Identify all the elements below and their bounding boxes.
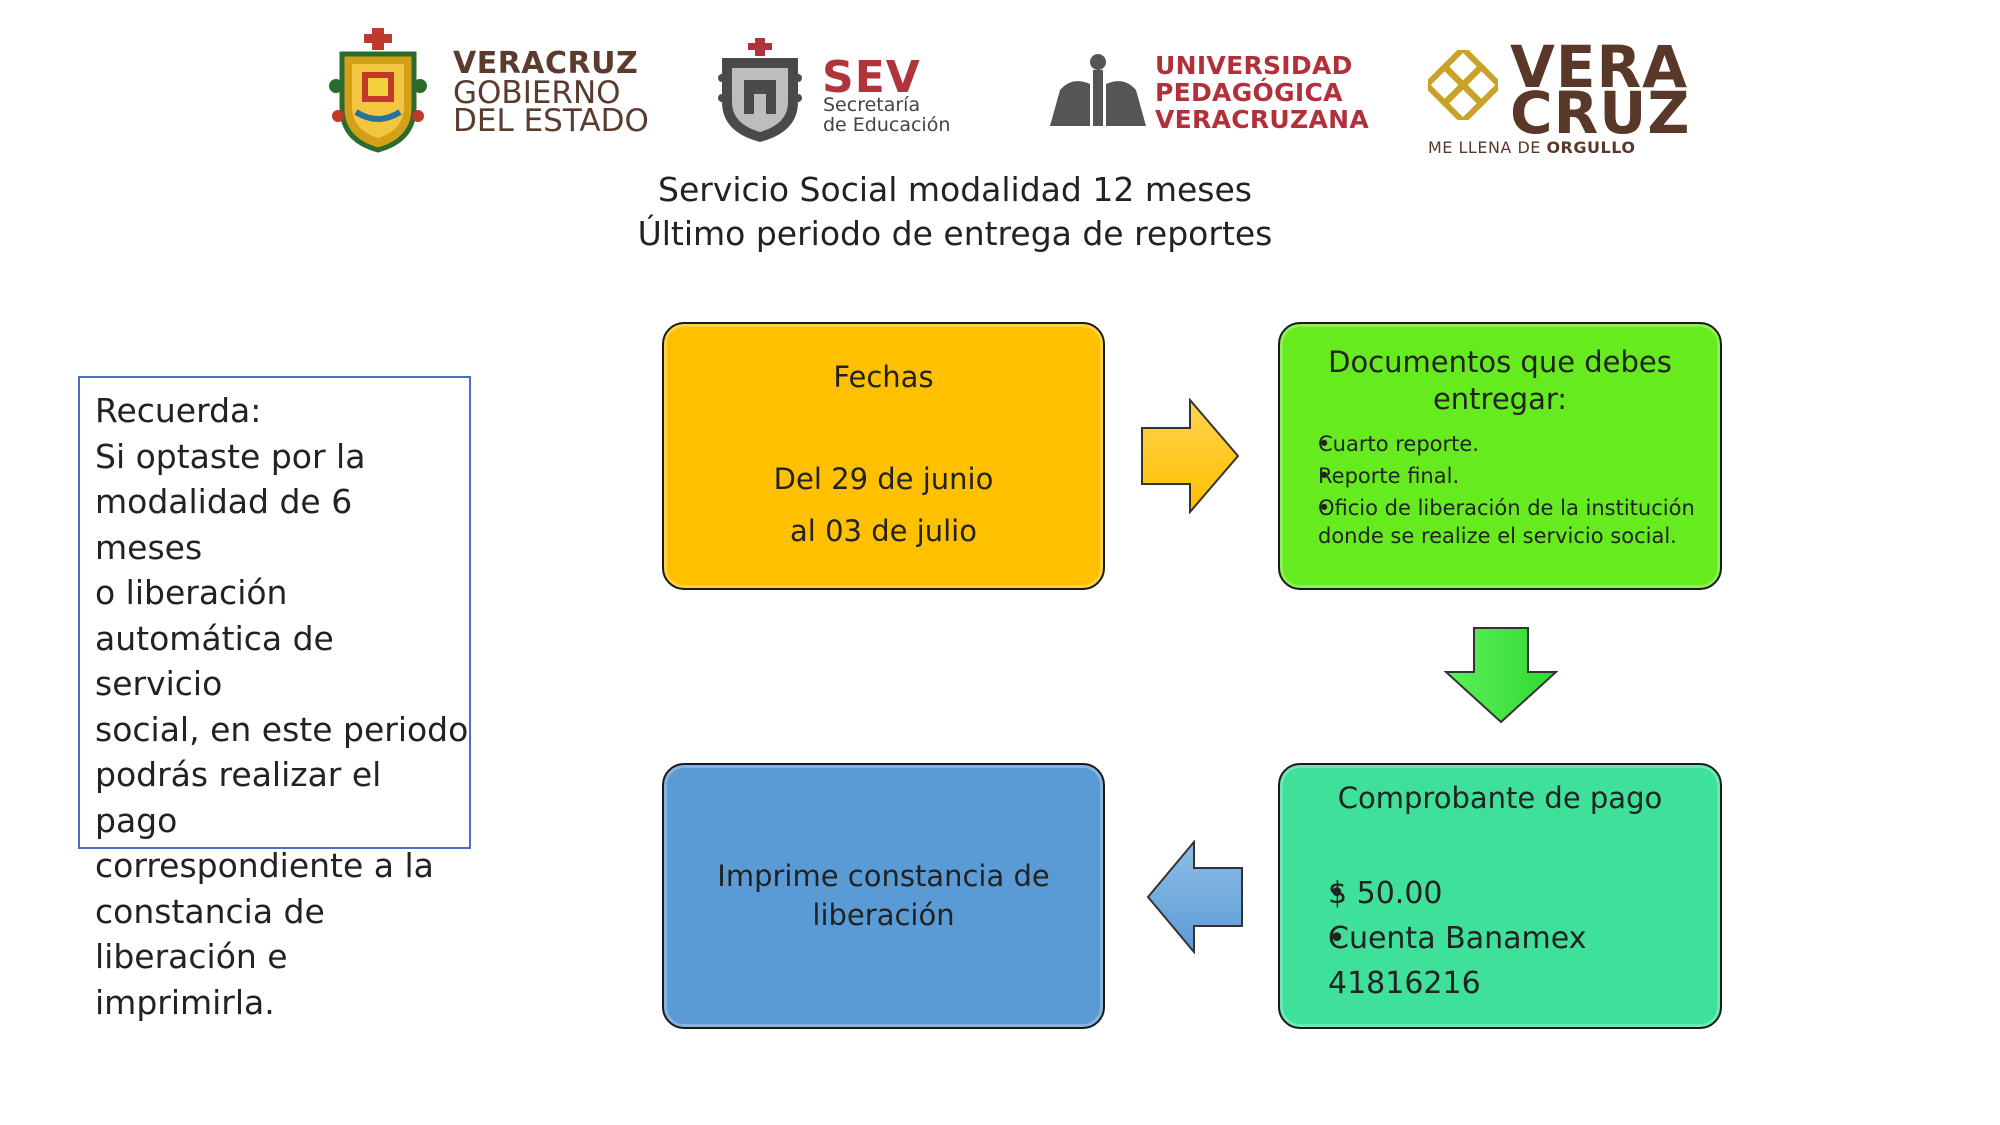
title-line2: Último periodo de entrega de reportes (637, 214, 1273, 253)
note-line-7: correspondiente a la (95, 846, 434, 885)
documents-heading: Documentos que debes entregar: (1280, 344, 1720, 418)
veracruz-wordmark: VERACRUZ (453, 46, 639, 81)
reminder-note: Recuerda: Si optaste por la modalidad de… (78, 376, 471, 1022)
document-item: Cuarto reporte. (1300, 428, 1695, 460)
upv-line3: VERACRUZANA (1155, 105, 1369, 134)
arrow-right-icon (1141, 398, 1240, 514)
arrow-down-icon (1444, 627, 1558, 724)
document-item-text: Oficio de liberación de la institución (1318, 496, 1695, 520)
upv-line2: PEDAGÓGICA (1155, 78, 1343, 107)
dates-heading: Fechas (833, 360, 934, 394)
page-title: Servicio Social modalidad 12 meses Últim… (0, 168, 1910, 256)
coat-of-arms-icon (329, 28, 427, 153)
payment-list: $ 50.00 Cuenta Banamex 41816216 (1302, 871, 1720, 1006)
note-line-2: modalidad de 6 meses (95, 482, 353, 567)
knot-pattern-icon (1428, 50, 1498, 120)
print-label: Imprime constancia de liberación (664, 857, 1103, 935)
dates-line2: al 03 de julio (790, 514, 977, 548)
note-line-4: automática de servicio (95, 618, 334, 704)
print-line1: Imprime constancia de (717, 859, 1050, 893)
documents-heading-line1: Documentos que debes (1328, 345, 1672, 379)
sev-line1: Secretaría (823, 94, 921, 116)
document-item: Oficio de liberación de la institución (1300, 492, 1695, 524)
documents-heading-line2: entregar: (1432, 382, 1568, 416)
sev-acronym: SEV (822, 52, 921, 103)
sev-line2: de Educación (823, 114, 951, 136)
payment-account: Cuenta Banamex 41816216 (1328, 921, 1587, 1001)
note-line-1: Si optaste por la (95, 436, 366, 476)
payment-item: $ 50.00 (1302, 871, 1720, 916)
sev-shield-icon (718, 38, 802, 142)
cruz-wordmark: CRUZ (1510, 79, 1691, 147)
upv-line1: UNIVERSIDAD (1155, 51, 1353, 80)
note-line-8: constancia de (95, 891, 325, 931)
documents-list: Cuarto reporte. Reporte final. Oficio de… (1300, 428, 1695, 524)
title-line1: Servicio Social modalidad 12 meses (658, 170, 1252, 209)
document-item-text: Reporte final. (1318, 464, 1460, 488)
note-line-9: liberación e imprimirla. (95, 937, 288, 1022)
tagline-part-a: ME LLENA DE (1428, 138, 1547, 157)
gobierno-wordmark: GOBIERNO (453, 75, 621, 111)
tagline-part-b: ORGULLO (1546, 138, 1636, 157)
step-payment-box: Comprobante de pago $ 50.00 Cuenta Banam… (1278, 763, 1722, 1029)
vera-wordmark: VERA (1510, 33, 1689, 101)
arrow-left-icon (1146, 840, 1243, 954)
note-heading: Recuerda: (95, 391, 262, 430)
note-line-5: social, en este periodo (95, 709, 469, 749)
document-item-continuation: donde se realize el servicio social. (1318, 524, 1677, 548)
step-documents-box: Documentos que debes entregar: Cuarto re… (1278, 322, 1722, 590)
document-item-text: Cuarto reporte. (1318, 432, 1479, 456)
payment-item: Cuenta Banamex 41816216 (1302, 916, 1720, 1006)
orgullo-tagline: ME LLENA DE ORGULLO (1428, 140, 1635, 156)
note-line-3: o liberación (95, 573, 288, 612)
payment-heading: Comprobante de pago (1337, 781, 1663, 815)
del-estado-wordmark: DEL ESTADO (453, 103, 649, 139)
dates-line1: Del 29 de junio (773, 462, 994, 496)
step-dates-box: Fechas Del 29 de junio al 03 de julio (662, 322, 1105, 590)
document-item: Reporte final. (1300, 460, 1695, 492)
upv-emblem-icon (1050, 54, 1146, 126)
payment-amount: $ 50.00 (1328, 876, 1443, 911)
note-line-6: podrás realizar el pago (95, 755, 382, 840)
print-line2: liberación (812, 898, 955, 932)
step-print-box: Imprime constancia de liberación (662, 763, 1105, 1029)
